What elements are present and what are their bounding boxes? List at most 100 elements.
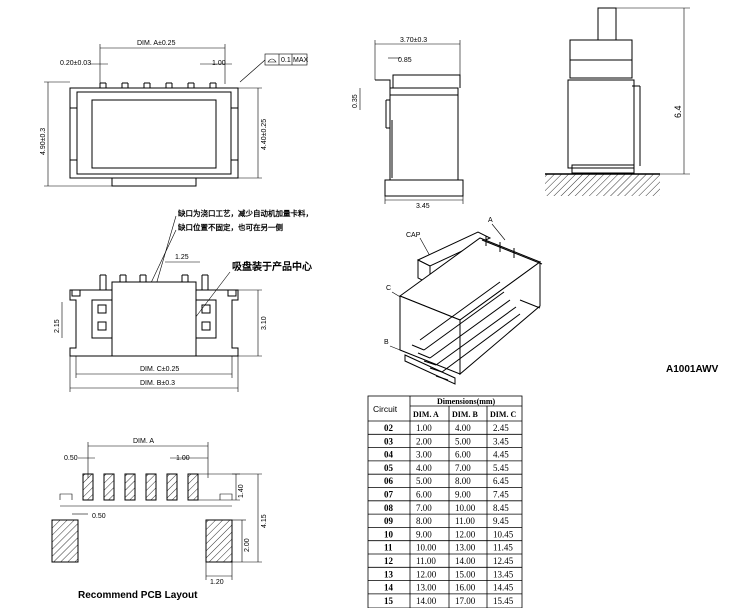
- table-cell-value: 8.00: [455, 476, 471, 486]
- gate-note-line2: 缺口位置不固定，也可在另一侧: [177, 222, 283, 232]
- table-cell-circuit: 13: [384, 569, 394, 579]
- table-cell-value: 4.45: [493, 450, 509, 460]
- table-cell-value: 12.00: [455, 529, 476, 539]
- table-cell-value: 13.00: [416, 583, 437, 593]
- pcb-pitch-label: 1.00: [176, 455, 190, 462]
- pcb-total-height-label: 4.15: [261, 514, 268, 528]
- table-cell-value: 9.00: [416, 529, 432, 539]
- table-cell-value: 17.00: [455, 596, 476, 606]
- table-cell-value: 10.00: [455, 503, 476, 513]
- table-cell-value: 11.00: [455, 516, 475, 526]
- pcb-mount-height-label: 2.00: [244, 538, 251, 552]
- table-cell-circuit: 05: [384, 463, 394, 473]
- pcb-pad-width-label: 0.50: [64, 455, 78, 462]
- part-number: A1001AWV: [666, 364, 719, 375]
- table-cell-circuit: 02: [384, 423, 394, 433]
- table-cell-value: 5.45: [493, 463, 509, 473]
- table-cell-value: 1.00: [416, 423, 432, 433]
- table-cell-value: 12.45: [493, 556, 514, 566]
- iso-label-c: C: [386, 285, 391, 292]
- table-col-dim-b: DIM. B: [452, 410, 478, 419]
- table-cell-value: 5.00: [455, 436, 471, 446]
- table-cell-value: 13.45: [493, 569, 514, 579]
- table-cell-circuit: 15: [384, 596, 394, 606]
- table-cell-value: 7.45: [493, 490, 509, 500]
- dim-c-label: DIM. C±0.25: [140, 366, 179, 373]
- table-cell-value: 9.45: [493, 516, 509, 526]
- body-height-label: 4.40±0.25: [261, 119, 268, 150]
- offset-label: 0.35: [352, 94, 359, 108]
- table-cell-circuit: 14: [384, 583, 394, 593]
- table-cell-value: 10.45: [493, 529, 514, 539]
- front-view: 缺口为浇口工艺，减少自动机加量卡料， 缺口位置不固定，也可在另一侧 吸盘装于产品…: [54, 208, 313, 392]
- pitch-label: 1.00: [212, 60, 226, 67]
- table-cell-value: 14.45: [493, 583, 514, 593]
- iso-label-a: A: [488, 217, 493, 224]
- iso-view: CAP A C B: [384, 217, 543, 385]
- pcb-pad-height-label: 1.40: [238, 484, 245, 498]
- table-cell-value: 15.00: [455, 569, 476, 579]
- table-cell-value: 10.00: [416, 543, 437, 553]
- dimensions-table: Circuit Dimensions(mm) DIM. A DIM. B DIM…: [367, 395, 523, 608]
- side-view: 3.70±0.3 0.85 0.35 3.45: [352, 37, 464, 210]
- table-cell-value: 2.45: [493, 423, 509, 433]
- table-cell-value: 14.00: [455, 556, 476, 566]
- table-cell-circuit: 03: [384, 436, 394, 446]
- table-cell-value: 16.00: [455, 583, 476, 593]
- table-dims-header: Dimensions(mm): [437, 397, 496, 406]
- table-cell-circuit: 11: [384, 543, 393, 553]
- table-cell-value: 4.00: [455, 423, 471, 433]
- top-view: DIM. A±0.25 0.20±0.03 1.00 0.1 MAX: [40, 40, 309, 187]
- pcb-mount-width-label: 1.20: [210, 579, 224, 586]
- pin-thickness-label: 0.85: [398, 57, 412, 64]
- front-pitch-label: 1.25: [175, 254, 189, 261]
- table-cell-value: 6.00: [455, 450, 471, 460]
- table-cell-value: 6.00: [416, 490, 432, 500]
- iso-label-cap: CAP: [406, 232, 421, 239]
- gate-note-line1: 缺口为浇口工艺，减少自动机加量卡料，: [177, 208, 313, 218]
- table-cell-value: 3.45: [493, 436, 509, 446]
- table-cell-value: 13.00: [455, 543, 476, 553]
- table-cell-circuit: 08: [384, 503, 394, 513]
- front-side-dim-label: 2.15: [54, 319, 61, 333]
- flatness-max: MAX: [293, 57, 309, 64]
- table-cell-circuit: 04: [384, 450, 394, 460]
- table-col-dim-c: DIM. C: [490, 410, 516, 419]
- table-cell-value: 14.00: [416, 596, 437, 606]
- dim-a-label: DIM. A±0.25: [137, 40, 176, 47]
- table-cell-value: 2.00: [416, 436, 432, 446]
- pcb-layout: DIM. A 0.50 1.00 0.50 1.40 4.15 2.00: [51, 438, 268, 601]
- overall-height-label: 6.4: [673, 105, 683, 118]
- table-cell-value: 8.45: [493, 503, 509, 513]
- dim-b-label: DIM. B±0.3: [140, 380, 175, 387]
- table-cell-value: 11.00: [416, 556, 436, 566]
- pitch-tolerance-label: 0.20±0.03: [60, 60, 91, 67]
- table-cell-value: 7.00: [455, 463, 471, 473]
- table-cell-value: 8.00: [416, 516, 432, 526]
- pcb-caption: Recommend PCB Layout: [78, 590, 198, 601]
- side-width-label: 3.70±0.3: [400, 37, 427, 44]
- table-cell-value: 12.00: [416, 569, 437, 579]
- table-cell-value: 5.00: [416, 476, 432, 486]
- table-cell-circuit: 06: [384, 476, 394, 486]
- height-view: 6.4: [545, 7, 690, 196]
- table-cell-value: 15.45: [493, 596, 514, 606]
- side-bottom-width-label: 3.45: [416, 203, 430, 210]
- table-cell-value: 11.45: [493, 543, 513, 553]
- table-cell-value: 7.00: [416, 503, 432, 513]
- table-cell-value: 4.00: [416, 463, 432, 473]
- table-circuit-header: Circuit: [373, 404, 398, 414]
- total-height-label: 4.90±0.3: [40, 128, 47, 155]
- table-cell-circuit: 07: [384, 490, 394, 500]
- suction-center-note: 吸盘装于产品中心: [232, 260, 312, 273]
- table-cell-value: 3.00: [416, 450, 432, 460]
- table-cell-value: 6.45: [493, 476, 509, 486]
- iso-label-b: B: [384, 339, 389, 346]
- flatness-value: 0.1: [281, 57, 291, 64]
- table-col-dim-a: DIM. A: [413, 410, 439, 419]
- table-cell-value: 9.00: [455, 490, 471, 500]
- table-cell-circuit: 12: [384, 556, 394, 566]
- pcb-gap-label: 0.50: [92, 513, 106, 520]
- front-height-label: 3.10: [261, 316, 268, 330]
